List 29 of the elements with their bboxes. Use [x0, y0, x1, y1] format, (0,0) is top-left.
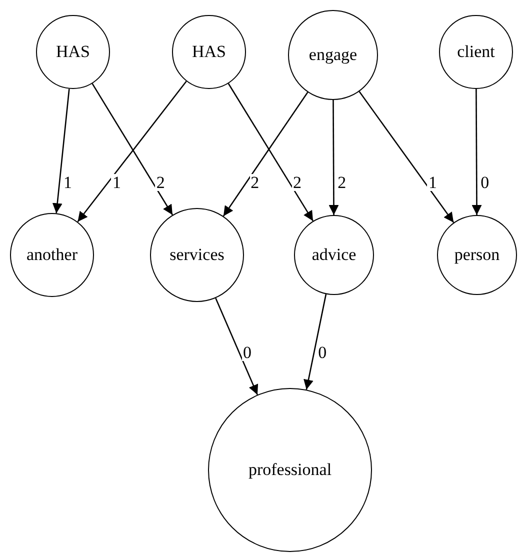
edge-label: 1 — [427, 174, 438, 191]
arrow — [215, 298, 258, 395]
node-label: engage — [308, 45, 358, 65]
edge-label: 2 — [336, 174, 348, 191]
edge-label: 2 — [155, 174, 166, 191]
arrow — [52, 88, 70, 214]
node-label: professional — [248, 460, 332, 480]
node-label: services — [170, 245, 224, 265]
node-label: HAS — [56, 42, 90, 62]
node-label: another — [26, 245, 78, 265]
arrow — [304, 294, 327, 390]
arrow — [328, 100, 339, 215]
edge-label: 0 — [480, 174, 490, 191]
arrow — [228, 83, 314, 222]
arrow — [472, 89, 482, 215]
node-label: client — [457, 42, 495, 62]
edge-label: 2 — [250, 174, 260, 191]
edge-label: 1 — [111, 174, 122, 191]
node-label: person — [454, 245, 500, 265]
arrow — [77, 80, 187, 222]
arrow — [358, 91, 454, 223]
node-label: HAS — [192, 42, 226, 62]
edge-label: 0 — [317, 344, 328, 361]
edge-label: 0 — [242, 344, 252, 361]
arrow — [92, 83, 174, 216]
edge-label: 2 — [292, 174, 303, 191]
arrow — [222, 92, 308, 216]
edge-label: 1 — [62, 174, 74, 191]
node-label: advice — [312, 245, 356, 265]
